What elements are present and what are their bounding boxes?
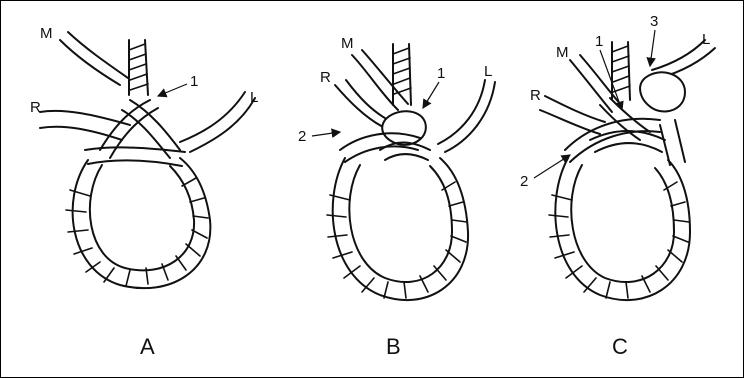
panel-b: M R L 1 2 B (298, 35, 495, 359)
eye-loop (66, 158, 210, 288)
strand-m (352, 50, 408, 110)
standing-rope (129, 40, 148, 95)
label-strand-m: M (556, 44, 569, 61)
caption-b: B (386, 334, 401, 359)
arrow-tuck-1 (423, 82, 439, 108)
arrow-tuck-3 (650, 30, 655, 66)
label-strand-m: M (40, 25, 53, 42)
panel-a: M R L 1 A (30, 25, 258, 359)
label-tuck-3: 3 (650, 13, 658, 30)
strand-l (438, 80, 495, 152)
label-strand-l: L (484, 63, 492, 80)
label-tuck-1: 1 (437, 65, 445, 82)
label-tuck-2: 2 (298, 128, 306, 145)
panel-c: M R L 1 2 3 C (520, 13, 715, 359)
label-strand-r: R (30, 99, 41, 116)
eye-loop (327, 158, 468, 300)
label-strand-l: L (250, 89, 258, 106)
tuck-knot (565, 72, 685, 165)
label-strand-m: M (341, 35, 354, 52)
strand-l (180, 92, 255, 152)
caption-a: A (140, 334, 155, 359)
arrow-tuck-1 (158, 84, 187, 96)
label-tuck-2: 2 (520, 173, 528, 190)
caption-c: C (612, 334, 628, 359)
label-tuck-1: 1 (190, 73, 198, 90)
arrow-tuck-2 (312, 132, 340, 136)
label-tuck-1: 1 (595, 33, 603, 50)
label-strand-r: R (530, 87, 541, 104)
eye-loop (549, 158, 690, 300)
label-strand-r: R (320, 69, 331, 86)
strand-m (60, 32, 128, 85)
label-strand-l: L (702, 31, 710, 48)
tuck-knot (340, 111, 430, 162)
